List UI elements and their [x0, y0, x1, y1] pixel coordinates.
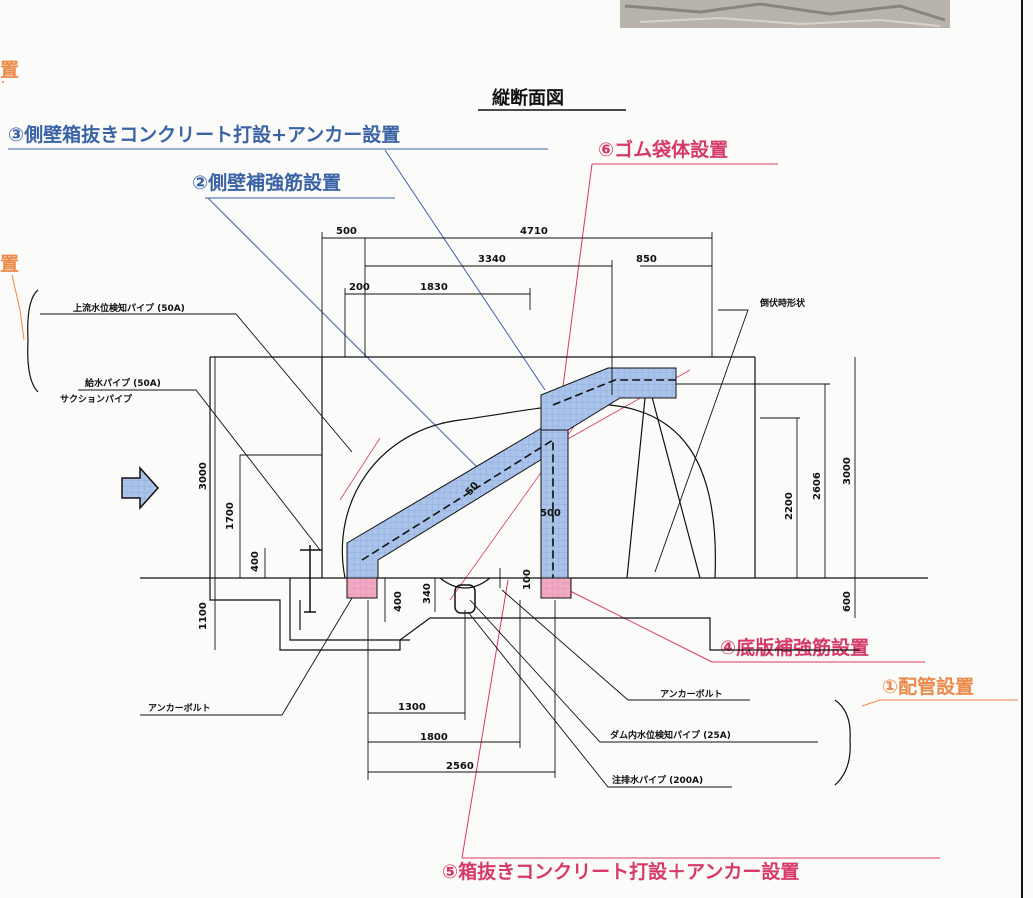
vertical-wall-mesh — [540, 422, 569, 579]
annotation-leaders — [40, 309, 818, 788]
leader-2 — [207, 197, 481, 471]
dim-600: 600 — [842, 591, 853, 612]
suction-pipe-label: サクションパイプ — [60, 393, 133, 405]
photo-fragment — [620, 0, 950, 28]
callout-6: ⑥ゴム袋体設置 — [598, 138, 728, 161]
anchor-bolt-left-label: アンカーボルト — [148, 702, 211, 714]
left-brace — [27, 289, 39, 393]
dim-1830: 1830 — [420, 282, 448, 293]
centerline-top — [552, 379, 676, 406]
dim-3000-right: 3000 — [842, 457, 853, 485]
flow-arrow-icon — [121, 466, 160, 510]
dim-500-wall: 500 — [540, 508, 561, 519]
dim-340: 340 — [422, 583, 433, 604]
dim-1700: 1700 — [225, 502, 236, 530]
dam-level-pipe-label: ダム内水位検知パイプ (25A) — [610, 729, 731, 741]
dim-850: 850 — [636, 254, 657, 265]
dim-1800: 1800 — [420, 732, 448, 743]
centerline — [361, 438, 554, 578]
dim-500: 500 — [336, 226, 357, 237]
dim-4710: 4710 — [520, 226, 548, 237]
dim-2606: 2606 — [812, 472, 823, 500]
dim-1100: 1100 — [198, 602, 209, 630]
callout-4: ④底版補強筋設置 — [720, 636, 869, 659]
upstream-pipe-label: 上流水位検知パイプ (50A) — [73, 302, 185, 314]
drain-pipe-curve — [439, 577, 491, 589]
callout-2: ②側壁補強筋設置 — [192, 171, 341, 194]
callout-1: ①配管設置 — [882, 675, 974, 698]
dimension-lines — [214, 232, 856, 780]
supply-pipe-label: 給水パイプ (50A) — [85, 377, 161, 389]
anchor-bolt-right-label: アンカーボルト — [660, 688, 723, 700]
dim-200: 200 — [349, 282, 370, 293]
dim-3340: 3340 — [478, 254, 506, 265]
leader-1 — [861, 699, 881, 707]
structure-outline — [140, 356, 928, 651]
callout-3: ③側壁箱抜きコンクリート打設+アンカー設置 — [8, 123, 400, 146]
dim-2560: 2560 — [446, 761, 474, 772]
diagram-title: 縦断面図 — [492, 87, 564, 109]
dim-400-lower: 400 — [393, 591, 404, 612]
dim-100: 100 — [522, 569, 533, 590]
supply-pipe-symbol — [300, 545, 322, 613]
pink-guide-3 — [339, 437, 381, 501]
collapsed-shape-label: 倒伏時形状 — [759, 297, 806, 309]
dim-2200: 2200 — [784, 492, 795, 520]
leader-4 — [567, 589, 713, 663]
leader-5 — [461, 579, 509, 859]
left-callout-fragment-2: 置 — [0, 253, 19, 275]
left-callout-fragment-1: 置 — [0, 59, 19, 81]
leader-3 — [384, 149, 546, 391]
dim-3000-left: 3000 — [198, 462, 209, 490]
right-brace — [834, 699, 851, 786]
anchor-block-right — [540, 577, 572, 599]
dim-1300: 1300 — [398, 702, 426, 713]
callout-5: ⑤箱抜きコンクリート打設＋アンカー設置 — [442, 860, 799, 883]
top-arm-mesh — [540, 367, 677, 431]
anchor-block-left — [346, 577, 378, 599]
dim-400-upper: 400 — [250, 551, 261, 572]
left-leader-2 — [11, 274, 25, 341]
drain-pipe-label: 注排水パイプ (200A) — [612, 774, 703, 786]
